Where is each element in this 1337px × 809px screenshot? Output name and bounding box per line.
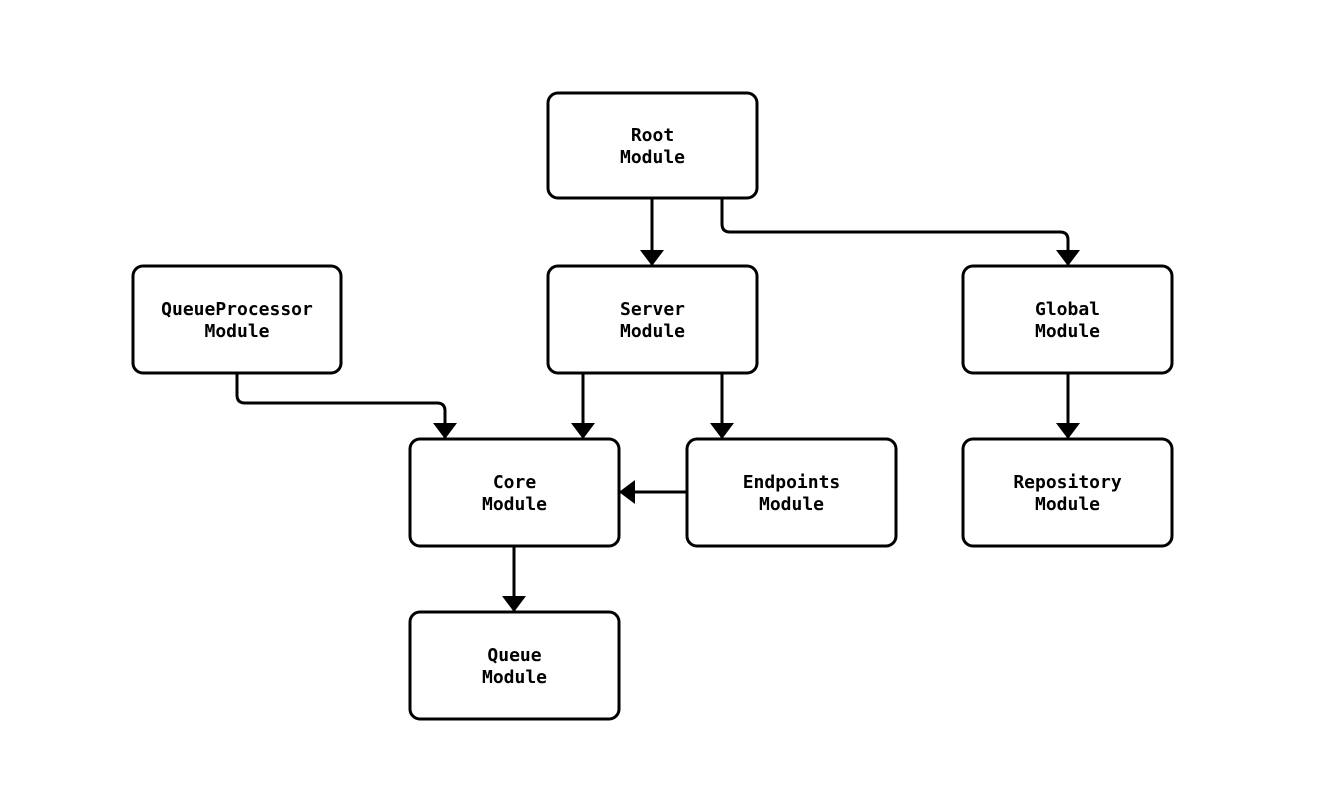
edge-queueprocessor-to-core	[235, 373, 457, 439]
node-repository-box	[961, 437, 1174, 548]
edge-root-to-global	[720, 198, 1080, 266]
node-core-box	[408, 437, 621, 548]
node-root-box	[546, 91, 759, 200]
node-endpoints-box	[685, 437, 898, 548]
node-global-box	[961, 264, 1174, 375]
node-server-box	[546, 264, 759, 375]
node-queueprocessor-box	[131, 264, 343, 375]
node-queue-box	[408, 610, 621, 721]
